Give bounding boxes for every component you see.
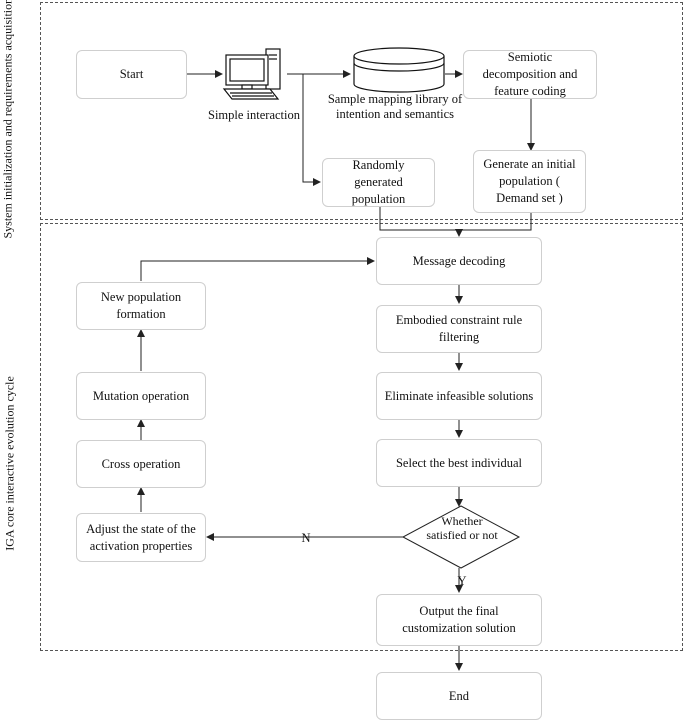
- adjust-state-node[interactable]: Adjust the state of the activation prope…: [76, 513, 206, 562]
- region-initialization: [40, 2, 683, 220]
- semiotic-node[interactable]: Semiotic decomposition and feature codin…: [463, 50, 597, 99]
- cross-node[interactable]: Cross operation: [76, 440, 206, 488]
- end-node[interactable]: End: [376, 672, 542, 720]
- edge-label-yes: Y: [457, 574, 467, 588]
- select-best-node[interactable]: Select the best individual: [376, 439, 542, 487]
- simple-interaction-label: Simple interaction: [208, 108, 300, 122]
- mutation-node[interactable]: Mutation operation: [76, 372, 206, 420]
- start-node[interactable]: Start: [76, 50, 187, 99]
- eliminate-infeasible-node[interactable]: Eliminate infeasible solutions: [376, 372, 542, 420]
- decision-label[interactable]: Whether satisfied or not: [426, 514, 498, 542]
- computer-icon: [222, 48, 281, 100]
- database-icon: [353, 47, 445, 93]
- library-label: Sample mapping library of intention and …: [327, 92, 463, 121]
- edge-label-no: N: [301, 531, 311, 545]
- region-evolution-cycle: [40, 223, 683, 651]
- decision-diamond: [401, 505, 521, 569]
- message-decoding-node[interactable]: Message decoding: [376, 237, 542, 285]
- random-population-node[interactable]: Randomly generated population: [322, 158, 435, 207]
- initial-population-node[interactable]: Generate an initial population ( Demand …: [473, 150, 586, 213]
- embodied-constraint-node[interactable]: Embodied constraint rule filtering: [376, 305, 542, 353]
- output-solution-node[interactable]: Output the final customization solution: [376, 594, 542, 646]
- new-population-node[interactable]: New population formation: [76, 282, 206, 330]
